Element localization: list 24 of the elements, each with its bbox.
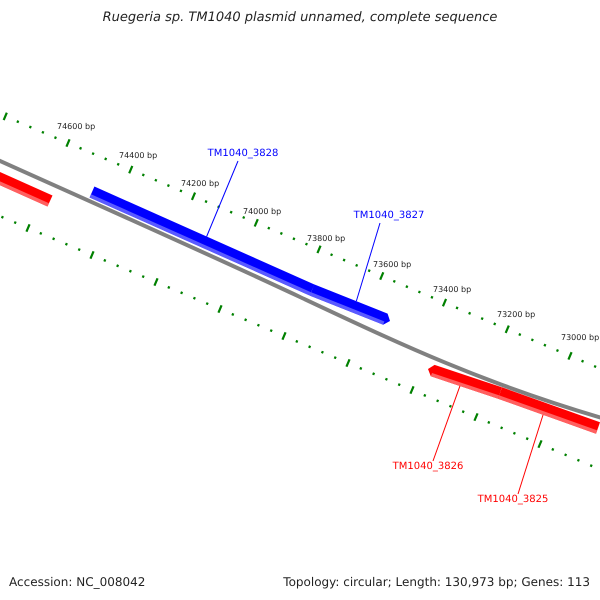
gene-label: TM1040_3828 xyxy=(208,148,278,160)
scale-label: 73200 bp xyxy=(497,310,536,320)
gene-block xyxy=(428,364,502,399)
scale-label: 73400 bp xyxy=(433,285,472,295)
genome-summary-text: Topology: circular; Length: 130,973 bp; Genes: 113 xyxy=(283,575,590,590)
scale-label: 74600 bp xyxy=(57,122,96,132)
scale-label: 74200 bp xyxy=(181,179,220,189)
scale-label: 74400 bp xyxy=(119,151,158,161)
leader-line xyxy=(356,222,380,302)
gene-label: TM1040_3825 xyxy=(478,494,548,506)
accession-text: Accession: NC_008042 xyxy=(9,575,146,590)
scale-label: 74000 bp xyxy=(243,207,282,217)
gene-label: TM1040_3827 xyxy=(354,210,424,222)
leader-line xyxy=(518,414,544,494)
gene-label: TM1040_3826 xyxy=(392,461,464,473)
gene-block xyxy=(498,387,600,434)
leader-line xyxy=(206,160,238,237)
leader-line xyxy=(432,385,460,462)
gene-block xyxy=(310,284,390,325)
gene-block xyxy=(0,170,52,206)
diagram-title: Ruegeria sp. TM1040 plasmid unnamed, complete sequence xyxy=(102,10,498,26)
scale-label: 73600 bp xyxy=(373,260,412,270)
scale-label: 73800 bp xyxy=(307,234,346,244)
scale-label: 73000 bp xyxy=(561,333,600,343)
